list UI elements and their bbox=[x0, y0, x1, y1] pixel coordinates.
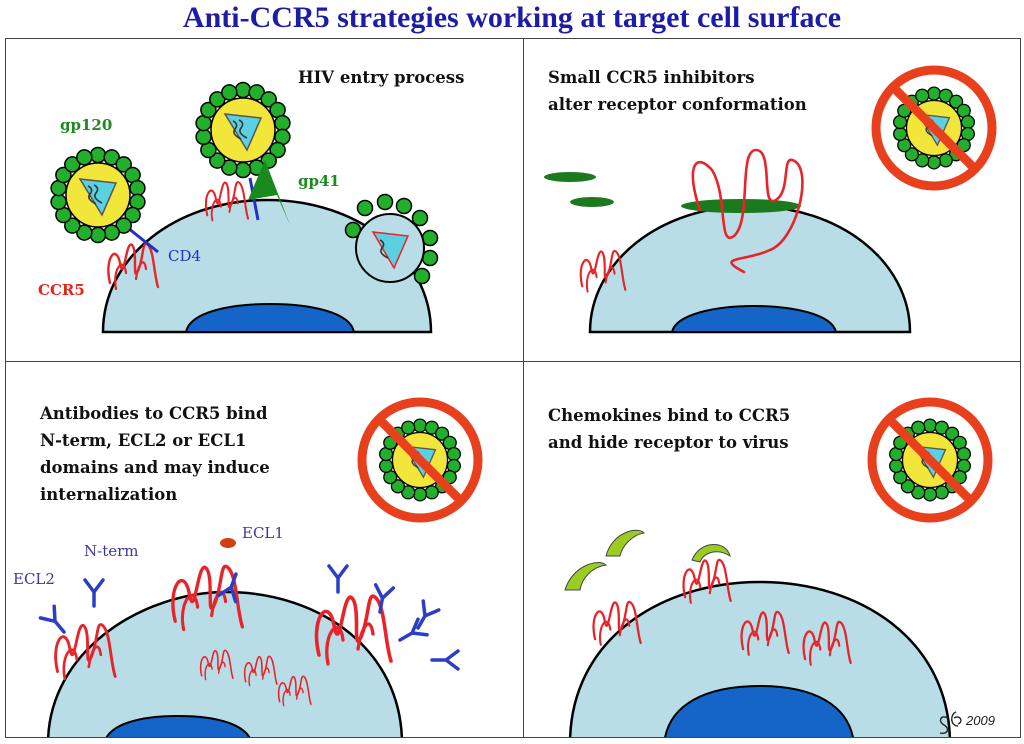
panel3-line-1: Antibodies to CCR5 bind bbox=[40, 404, 268, 423]
cell-body bbox=[569, 580, 951, 737]
nterm-label: N-term bbox=[84, 542, 139, 560]
panel3-text: Antibodies to CCR5 bind N-term, ECL2 or … bbox=[40, 400, 270, 508]
panel2-text: Small CCR5 inhibitors alter receptor con… bbox=[548, 64, 807, 118]
cd4-receptor bbox=[248, 177, 260, 221]
chemokine bbox=[691, 544, 731, 563]
panel-antibodies: ECL1 N-term ECL2 bbox=[13, 402, 478, 737]
chemokine bbox=[564, 562, 608, 591]
panel-small-inhibitors bbox=[544, 70, 992, 334]
cell-nucleus bbox=[184, 302, 356, 333]
panel4-text: Chemokines bind to CCR5 and hide recepto… bbox=[548, 402, 790, 456]
cell-nucleus bbox=[105, 714, 251, 737]
inhibitor-molecule bbox=[570, 197, 614, 207]
panel-chemokines: 2009 bbox=[564, 402, 995, 737]
panel2-line-1: Small CCR5 inhibitors bbox=[548, 68, 755, 87]
vertical-divider bbox=[523, 39, 524, 737]
cd4-receptor bbox=[127, 226, 159, 254]
chemokine bbox=[605, 529, 645, 557]
panel4-line-2: and hide receptor to virus bbox=[548, 433, 789, 452]
antibody bbox=[327, 564, 349, 594]
hiv-virion bbox=[195, 81, 291, 179]
gp120-label: gp120 bbox=[60, 116, 112, 134]
ecl1-epitope bbox=[220, 538, 236, 548]
antibody bbox=[83, 578, 105, 608]
ccr5-label: CCR5 bbox=[38, 281, 85, 299]
antibody bbox=[369, 583, 396, 616]
panel3-line-2: N-term, ECL2 or ECL1 bbox=[40, 431, 247, 450]
fusing-virion bbox=[344, 193, 439, 285]
antibody bbox=[38, 604, 73, 640]
inhibitor-molecule bbox=[544, 172, 596, 182]
no-entry-sign bbox=[872, 402, 988, 518]
inhibitor-bound bbox=[681, 199, 801, 213]
panel3-line-3: domains and may induce bbox=[40, 458, 270, 477]
gp41-label: gp41 bbox=[298, 172, 340, 190]
horizontal-divider bbox=[6, 361, 1020, 362]
ccr5-receptor-altered bbox=[691, 148, 804, 274]
signature-mark bbox=[939, 711, 962, 735]
cell-nucleus bbox=[664, 684, 854, 737]
no-entry-sign bbox=[876, 70, 992, 186]
ecl1-label: ECL1 bbox=[242, 524, 284, 542]
hiv-virion bbox=[50, 146, 146, 244]
no-entry-sign bbox=[362, 402, 478, 518]
cell-nucleus bbox=[670, 304, 838, 333]
signature-year: 2009 bbox=[965, 713, 995, 728]
panel-hiv-entry: gp120 gp41 CD4 CCR5 bbox=[38, 81, 439, 334]
panel-grid bbox=[5, 38, 1021, 738]
figure-title: Anti-CCR5 strategies working at target c… bbox=[182, 1, 842, 34]
panel3-line-4: internalization bbox=[40, 485, 178, 504]
panel4-line-1: Chemokines bind to CCR5 bbox=[548, 406, 791, 425]
panel1-heading: HIV entry process bbox=[298, 68, 465, 87]
panel2-line-2: alter receptor conformation bbox=[548, 95, 807, 114]
gp41-fusion-peptide bbox=[248, 160, 290, 225]
cd4-label: CD4 bbox=[168, 247, 201, 265]
ecl2-label: ECL2 bbox=[13, 570, 55, 588]
antibody bbox=[430, 649, 460, 671]
